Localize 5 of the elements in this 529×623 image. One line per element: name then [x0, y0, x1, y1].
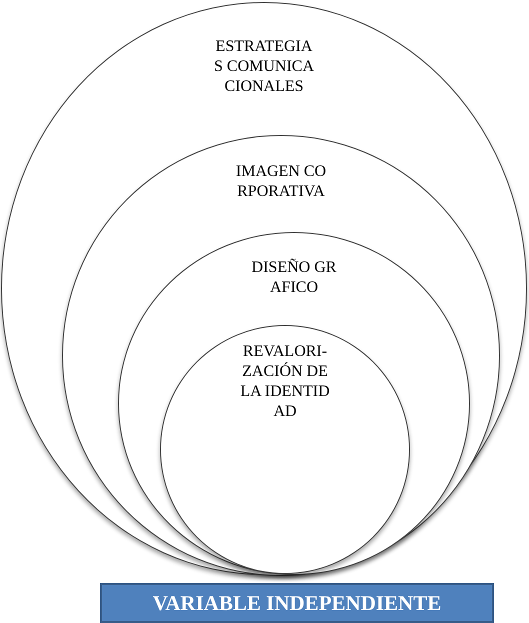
- circle-label: REVALORI-ZACIÓN DE LA IDENTIDAD: [240, 342, 330, 422]
- circle-label: DISEÑO GRAFICO: [250, 258, 338, 298]
- circle-label: ESTRATEGIAS COMUNICACIONALES: [214, 37, 314, 97]
- circle-label: IMAGEN CORPORATIVA: [234, 162, 328, 202]
- variable-banner: VARIABLE INDEPENDIENTE: [100, 583, 494, 623]
